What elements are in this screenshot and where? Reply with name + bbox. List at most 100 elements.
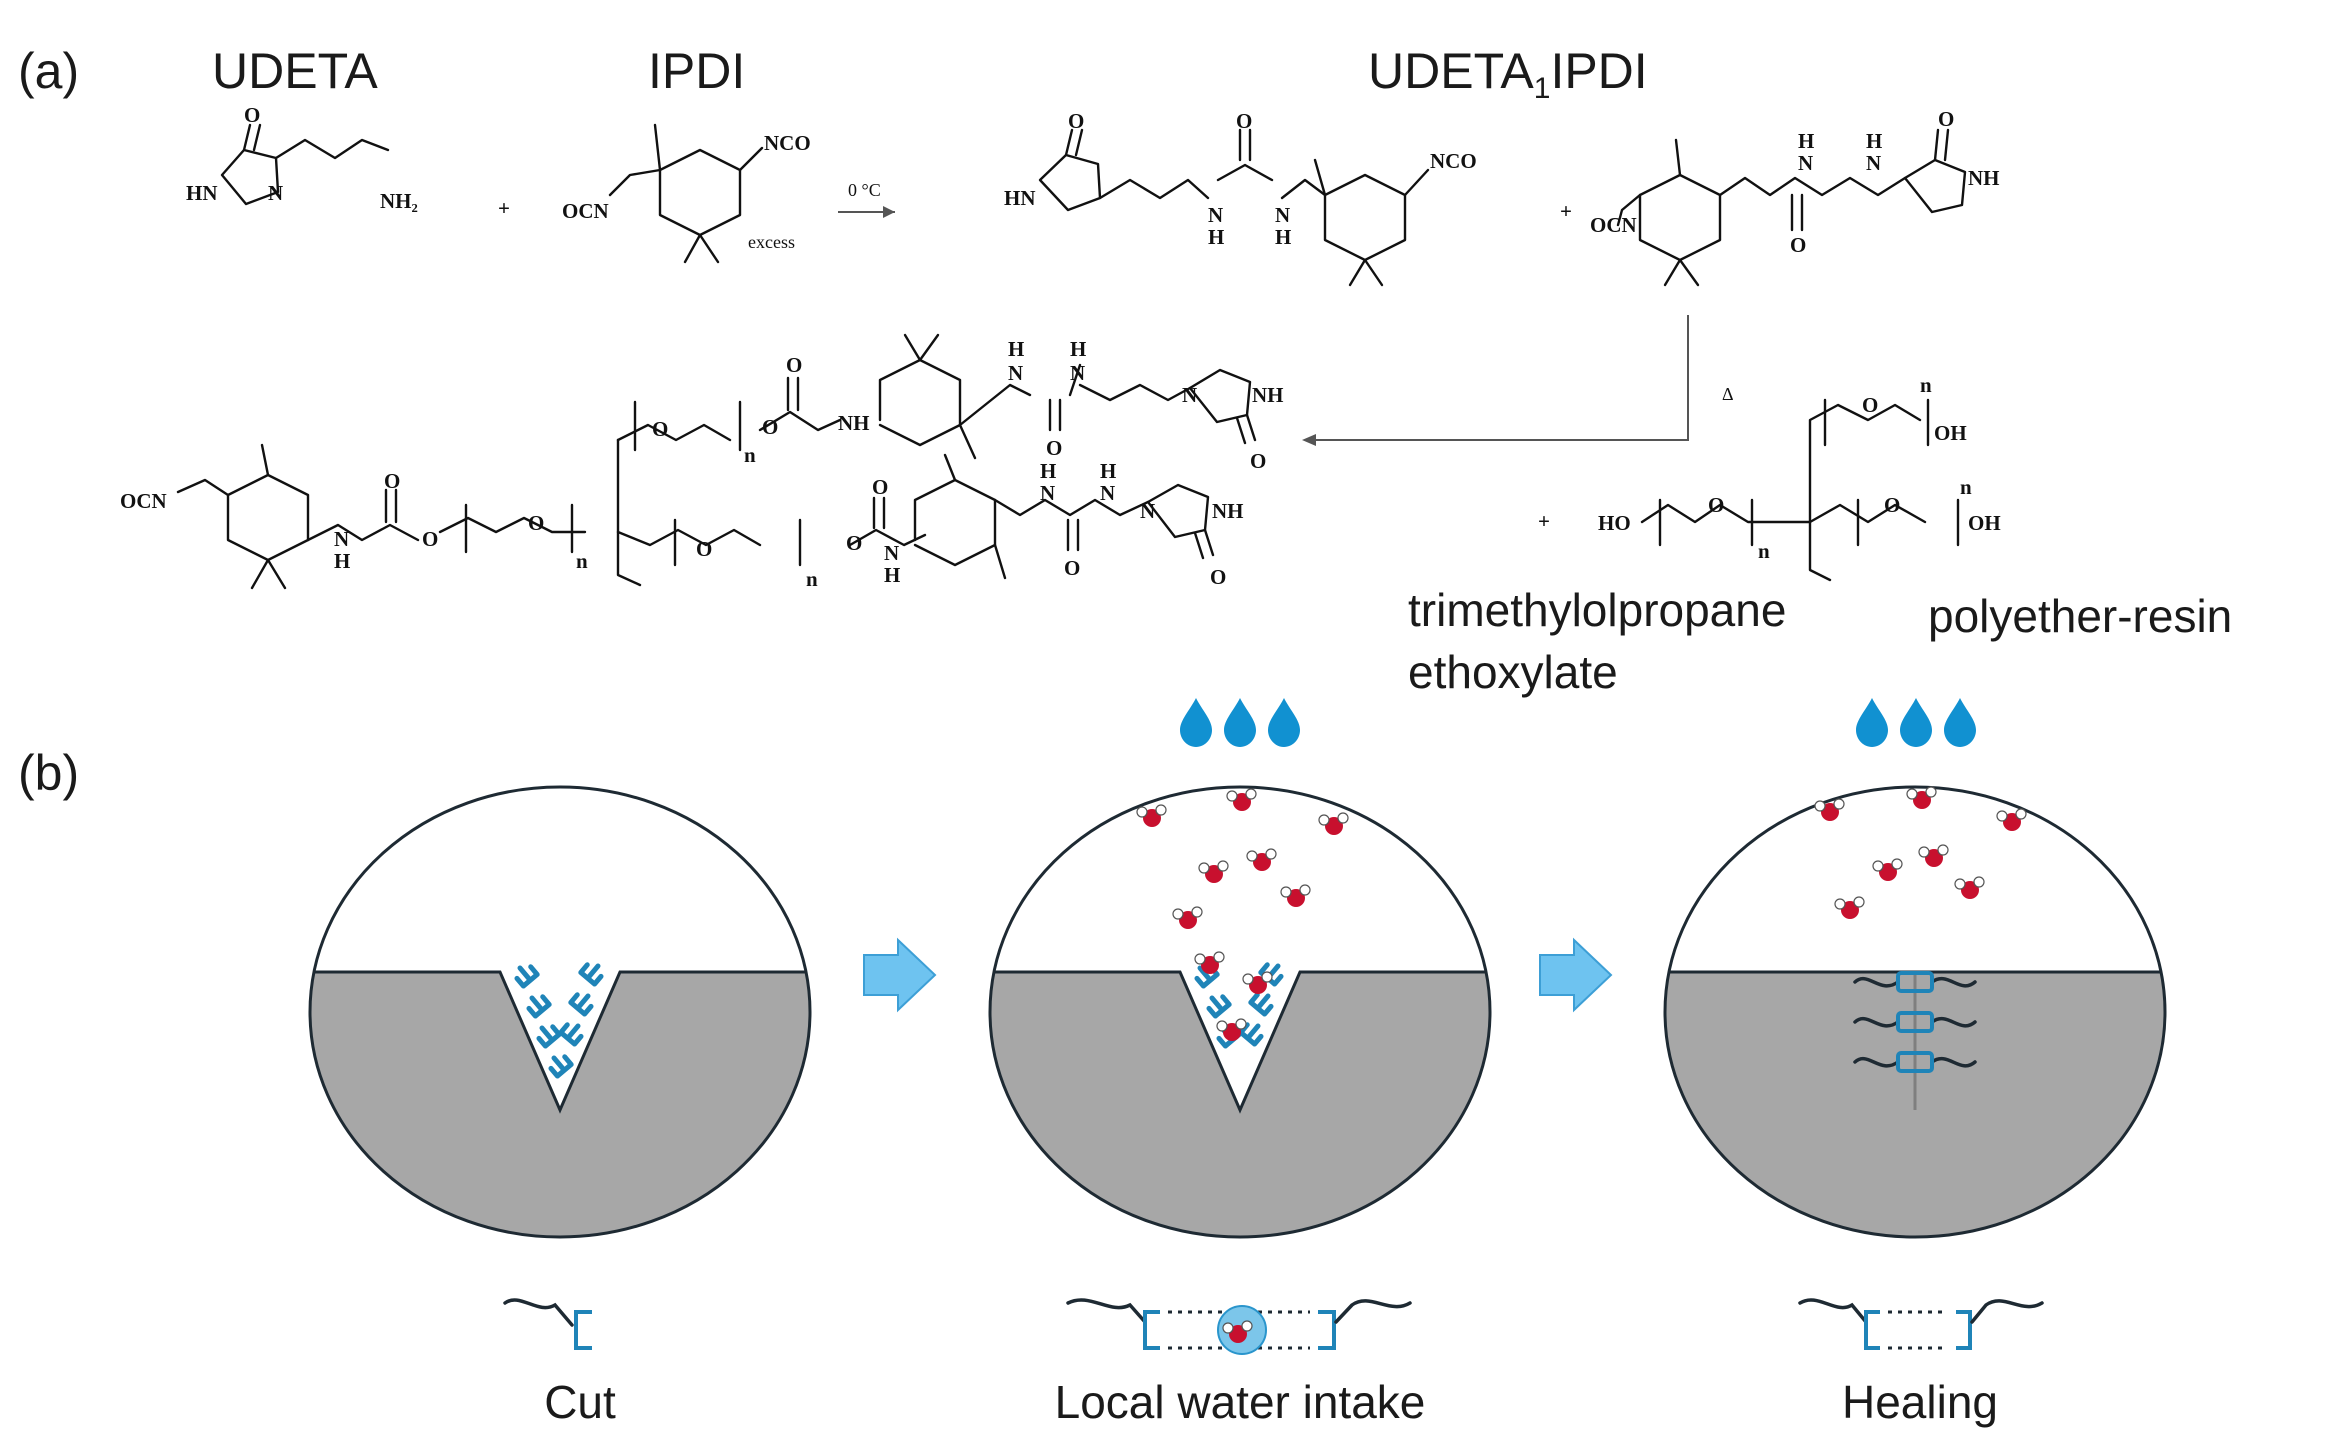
svg-text:n: n xyxy=(1758,539,1770,563)
svg-text:O: O xyxy=(652,417,668,441)
product-title-sub: 1 xyxy=(1534,72,1551,105)
svg-text:O: O xyxy=(1938,107,1954,131)
healing-schematic xyxy=(1798,1298,2044,1350)
svg-text:O: O xyxy=(1862,393,1878,417)
svg-text:O: O xyxy=(244,103,260,127)
product-title-main: UDETA xyxy=(1368,43,1534,99)
svg-text:N: N xyxy=(884,541,899,565)
svg-text:N: N xyxy=(334,527,349,551)
svg-text:O: O xyxy=(384,469,400,493)
svg-text:H: H xyxy=(884,563,900,587)
svg-text:excess: excess xyxy=(748,232,795,252)
svg-text:O: O xyxy=(1068,109,1084,133)
svg-text:N: N xyxy=(1866,151,1881,175)
svg-text:HN: HN xyxy=(186,181,218,205)
svg-text:NH: NH xyxy=(838,411,870,435)
svg-text:0 °C: 0 °C xyxy=(848,180,881,200)
ipdi-title: IPDI xyxy=(648,43,745,99)
polymer-structure: OCN N H O O O n O n O n O O NH H N H N xyxy=(120,333,1284,591)
reaction-arrow-2: Δ xyxy=(1302,315,1734,446)
healing-circle xyxy=(1663,785,2167,1239)
flow-arrow-1 xyxy=(863,937,937,1013)
flow-arrow-2 xyxy=(1539,937,1613,1013)
ipdi-structure: NCO OCN excess xyxy=(562,123,811,264)
svg-text:Δ: Δ xyxy=(1722,384,1734,404)
svg-text:N: N xyxy=(1798,151,1813,175)
product-title-tail: IPDI xyxy=(1550,43,1647,99)
svg-text:N: N xyxy=(1182,383,1197,407)
svg-text:n: n xyxy=(806,567,818,591)
svg-text:O: O xyxy=(846,531,862,555)
svg-text:O: O xyxy=(696,537,712,561)
udeta-title: UDETA xyxy=(212,43,378,99)
svg-text:O: O xyxy=(422,527,438,551)
svg-text:H: H xyxy=(1070,337,1086,361)
svg-text:N: N xyxy=(1008,361,1023,385)
svg-text:O: O xyxy=(872,475,888,499)
caption-water-intake: Local water intake xyxy=(1055,1376,1426,1428)
svg-text:H: H xyxy=(334,549,350,573)
svg-text:NH: NH xyxy=(1212,499,1244,523)
svg-text:NCO: NCO xyxy=(764,131,811,155)
svg-text:n: n xyxy=(1920,373,1932,397)
svg-text:HN: HN xyxy=(1004,186,1036,210)
svg-text:N: N xyxy=(1275,203,1290,227)
svg-text:O: O xyxy=(1236,109,1252,133)
product-title: UDETA1IPDI xyxy=(1368,43,1648,105)
svg-text:H: H xyxy=(1100,459,1116,483)
svg-text:H: H xyxy=(1040,459,1056,483)
reaction-arrow-1: 0 °C xyxy=(838,180,895,218)
svg-text:O: O xyxy=(1250,449,1266,473)
svg-text:N: N xyxy=(1040,481,1055,505)
cut-schematic xyxy=(503,1298,592,1350)
water-drops-3 xyxy=(1856,698,1976,747)
svg-text:O: O xyxy=(786,353,802,377)
trimethylol-structure: + HO O n O OH n O OH n xyxy=(1538,373,2001,582)
svg-text:n: n xyxy=(576,549,588,573)
svg-text:O: O xyxy=(528,511,544,535)
svg-text:+: + xyxy=(1538,509,1550,533)
svg-text:HO: HO xyxy=(1598,511,1631,535)
svg-text:NH₂: NH₂ xyxy=(380,189,418,213)
svg-text:OH: OH xyxy=(1934,421,1967,445)
svg-text:n: n xyxy=(1960,475,1972,499)
svg-text:O: O xyxy=(1790,233,1806,257)
caption-healing: Healing xyxy=(1842,1376,1998,1428)
svg-text:OCN: OCN xyxy=(562,199,609,223)
panel-b-label: (b) xyxy=(18,745,79,801)
caption-cut: Cut xyxy=(544,1376,616,1428)
svg-text:O: O xyxy=(762,415,778,439)
svg-text:N: N xyxy=(1070,361,1085,385)
svg-text:H: H xyxy=(1008,337,1024,361)
svg-text:NH: NH xyxy=(1252,383,1284,407)
intake-schematic xyxy=(1066,1298,1412,1355)
svg-text:OCN: OCN xyxy=(120,489,167,513)
svg-text:H: H xyxy=(1866,129,1882,153)
svg-text:H: H xyxy=(1275,225,1291,249)
svg-text:O: O xyxy=(1210,565,1226,589)
svg-text:N: N xyxy=(1140,499,1155,523)
cut-circle xyxy=(308,785,812,1239)
svg-text:H: H xyxy=(1798,129,1814,153)
svg-text:OH: OH xyxy=(1968,511,2001,535)
healed-links xyxy=(1853,971,1977,1073)
svg-text:O: O xyxy=(1064,556,1080,580)
product-structure-1: O HN O N H N H NCO xyxy=(1004,109,1477,287)
svg-text:OCN: OCN xyxy=(1590,213,1637,237)
svg-text:N: N xyxy=(268,181,283,205)
trimethylol-label-1: trimethylolpropane xyxy=(1408,584,1786,636)
plus-2: + xyxy=(1560,199,1572,223)
intake-circle xyxy=(988,785,1492,1239)
svg-text:n: n xyxy=(744,443,756,467)
polyether-label: polyether-resin xyxy=(1928,590,2232,642)
svg-text:N: N xyxy=(1208,203,1223,227)
water-drops-2 xyxy=(1180,698,1300,747)
svg-text:O: O xyxy=(1708,493,1724,517)
svg-text:O: O xyxy=(1046,436,1062,460)
svg-text:NH: NH xyxy=(1968,166,2000,190)
plus-1: + xyxy=(498,196,510,220)
svg-text:O: O xyxy=(1884,493,1900,517)
svg-text:N: N xyxy=(1100,481,1115,505)
product-structure-2: OCN H N H N O O NH xyxy=(1590,107,2000,287)
